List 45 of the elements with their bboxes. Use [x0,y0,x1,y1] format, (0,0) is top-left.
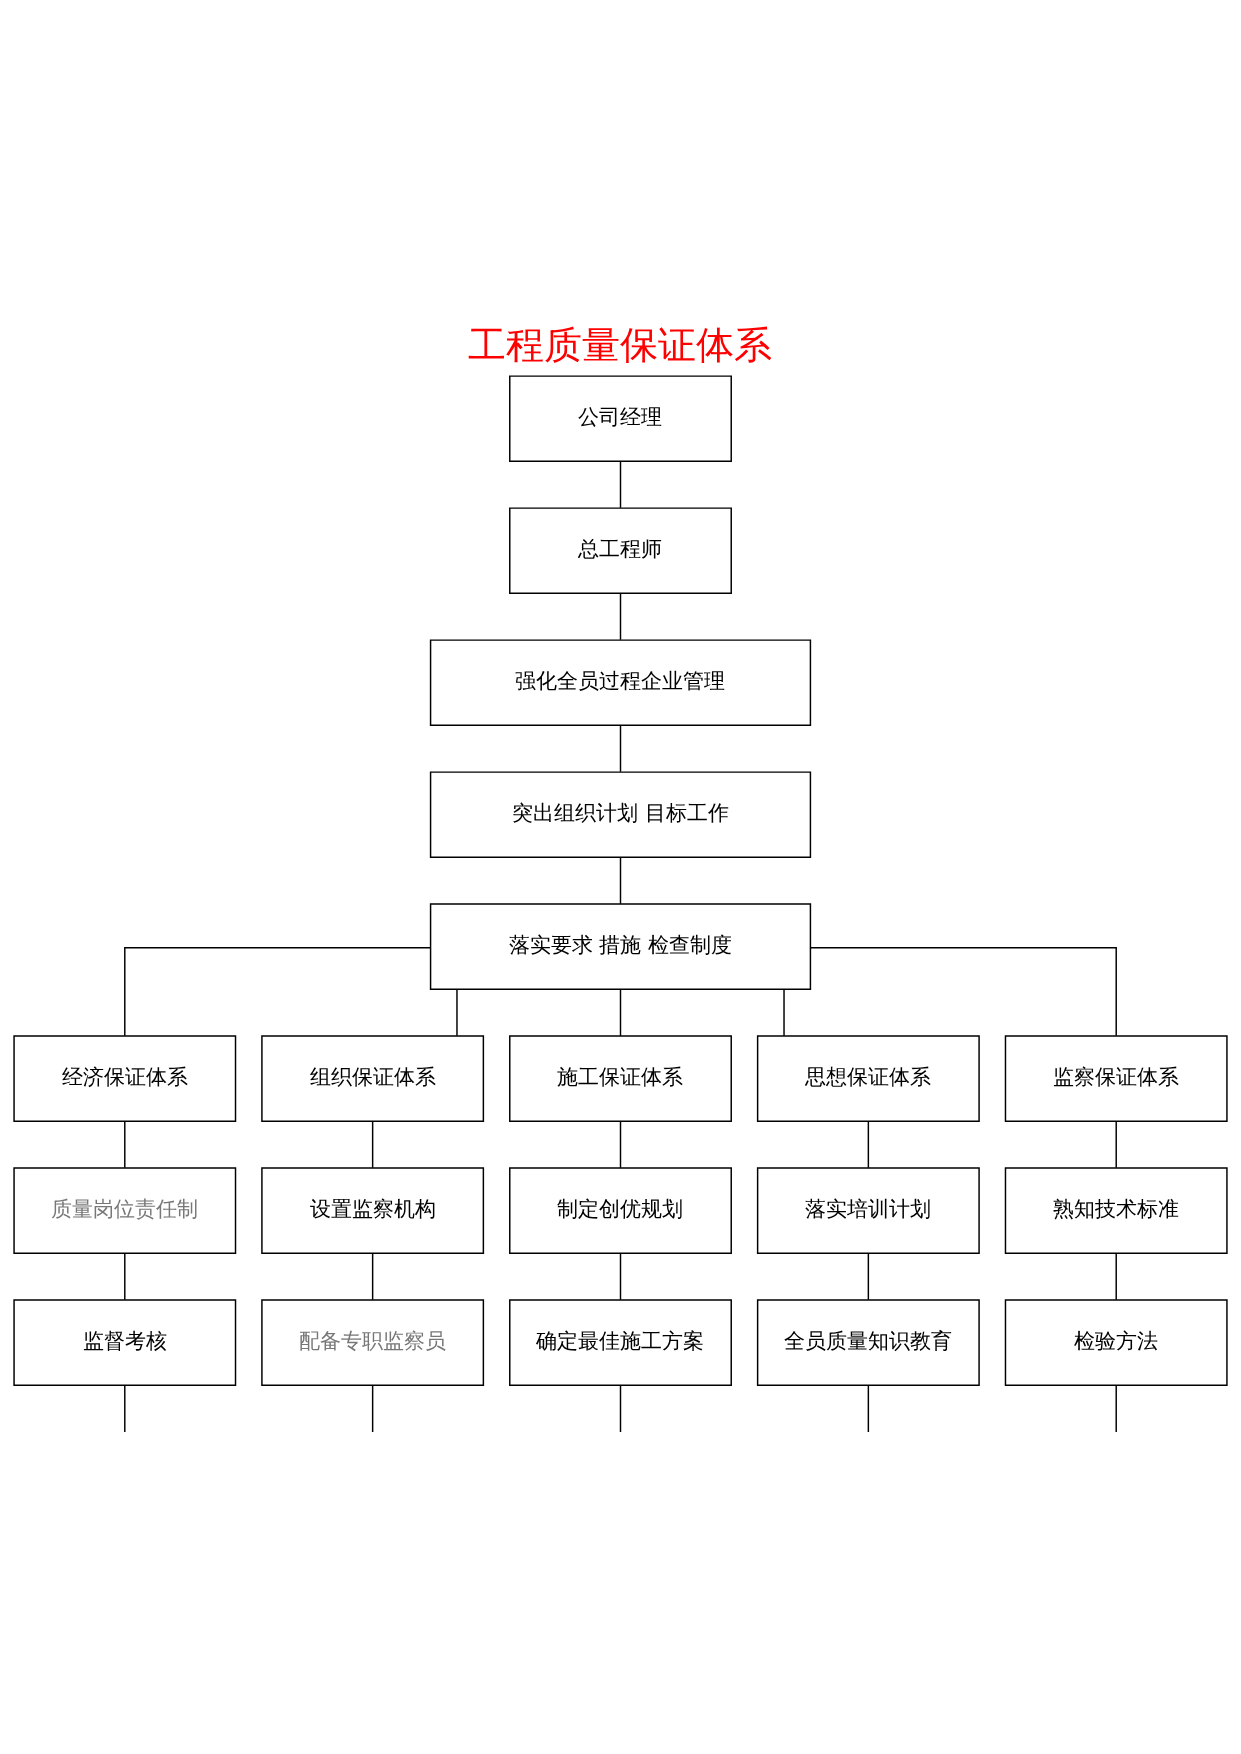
node-box: 思想保证体系 [756,1034,980,1122]
connector [867,1384,870,1433]
connector [619,856,622,904]
connector [456,988,458,1036]
connector [619,460,622,509]
connector [619,592,622,640]
connector [124,1252,126,1300]
node-box: 总工程师 [509,506,732,594]
connector [371,1120,374,1168]
connector [1115,1120,1117,1168]
connector [124,1120,126,1168]
node-box: 监察保证体系 [1004,1034,1228,1122]
connector [124,1384,126,1433]
diagram-title: 工程质量保证体系 [468,322,773,367]
connector [619,1384,622,1433]
node-box: 配备专职监察员 [261,1298,485,1386]
node-box: 强化全员过程企业管理 [429,638,812,726]
connector [867,1252,870,1300]
connector [619,988,622,1036]
connector [124,946,431,1036]
node-box: 制定创优规划 [509,1166,732,1254]
node-box: 落实培训计划 [756,1166,980,1254]
connector [1115,1384,1117,1433]
connector [810,946,1117,1036]
connector [371,1252,374,1300]
connector [619,1120,622,1168]
node-box: 监督考核 [13,1298,237,1386]
node-box: 施工保证体系 [509,1034,732,1122]
connector [619,724,622,772]
node-box: 检验方法 [1004,1298,1228,1386]
node-box: 熟知技术标准 [1004,1166,1228,1254]
node-box: 质量岗位责任制 [13,1166,237,1254]
connector [1115,1252,1117,1300]
node-box: 设置监察机构 [261,1166,485,1254]
node-box: 经济保证体系 [13,1034,237,1122]
node-box: 全员质量知识教育 [756,1298,980,1386]
connector [619,1252,622,1300]
node-box: 组织保证体系 [261,1034,485,1122]
connector [867,1120,870,1168]
node-box: 公司经理 [509,374,732,462]
connector [783,988,785,1036]
connector [371,1384,374,1433]
node-box: 突出组织计划 目标工作 [429,770,812,858]
node-box: 落实要求 措施 检查制度 [429,902,812,990]
node-box: 确定最佳施工方案 [509,1298,732,1386]
